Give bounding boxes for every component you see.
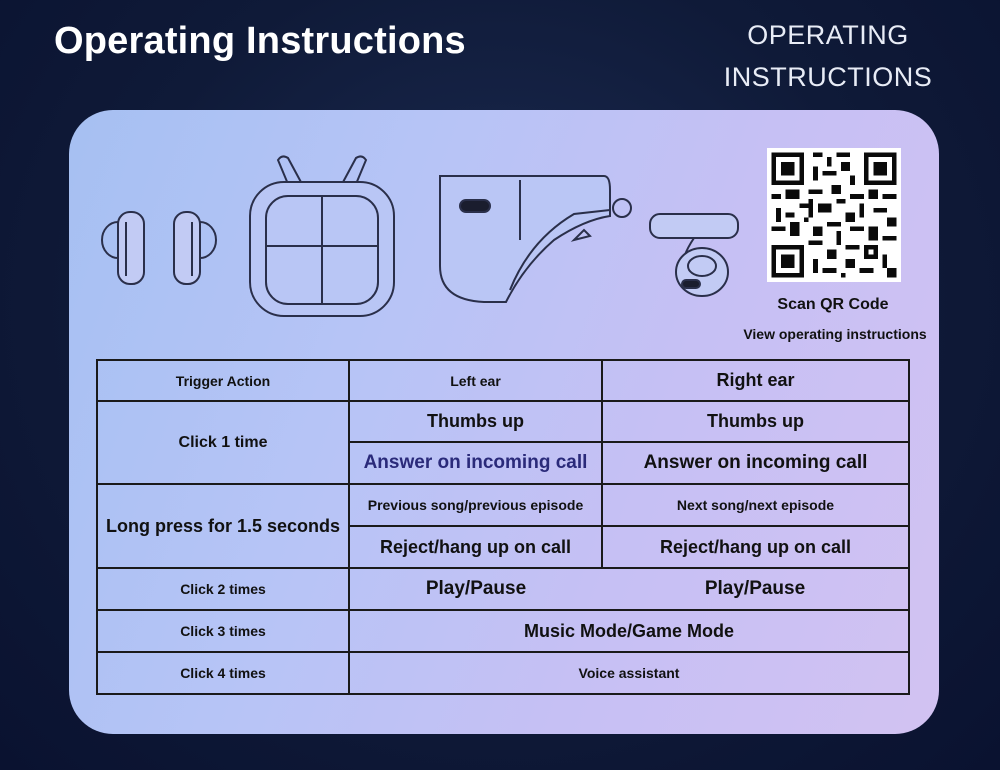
table-row: Answer on incoming call Answer on incomi…: [97, 441, 910, 485]
longpress-right-b: Reject/hang up on call: [601, 525, 910, 569]
longpress-left-b: Reject/hang up on call: [348, 525, 603, 569]
qr-code-icon[interactable]: [767, 148, 901, 282]
table-row: Click 2 times Play/Pause Play/Pause: [96, 567, 910, 611]
action-click-2: Click 2 times: [96, 567, 350, 611]
click1-right-a: Thumbs up: [601, 400, 910, 443]
action-click-4: Click 4 times: [96, 651, 350, 695]
header-trigger-action: Trigger Action: [96, 359, 350, 402]
header-left-ear: Left ear: [348, 359, 603, 402]
header-right-ear: Right ear: [601, 359, 910, 402]
page-title-alt: OPERATING INSTRUCTIONS: [718, 14, 938, 98]
case-side-illustration: [439, 175, 632, 303]
table-row: Click 4 times Voice assistant: [96, 651, 910, 695]
qr-subtitle: View operating instructions: [743, 326, 927, 342]
page-title: Operating Instructions: [54, 20, 466, 62]
click1-right-b: Answer on incoming call: [601, 441, 910, 485]
click3-both: Music Mode/Game Mode: [348, 609, 910, 653]
click4-both: Voice assistant: [348, 651, 910, 695]
longpress-left-a: Previous song/previous episode: [348, 483, 603, 527]
table-header-row: Trigger Action Left ear Right ear: [96, 359, 910, 402]
charging-case-illustration: [249, 155, 395, 317]
operations-table: Trigger Action Left ear Right ear Click …: [96, 359, 910, 695]
action-click-1: Click 1 time: [96, 400, 350, 485]
earbuds-illustration: [101, 211, 217, 285]
action-click-3: Click 3 times: [96, 609, 350, 653]
qr-title: Scan QR Code: [777, 296, 889, 313]
action-long-press: Long press for 1.5 seconds: [96, 483, 350, 569]
table-row: Click 3 times Music Mode/Game Mode: [96, 609, 910, 653]
single-earbud-illustration: [649, 213, 739, 297]
table-row: Long press for 1.5 seconds Previous song…: [96, 483, 910, 569]
click2-left: Play/Pause: [348, 567, 602, 611]
click1-left-a: Thumbs up: [348, 400, 603, 443]
title-alt-line2: INSTRUCTIONS: [723, 62, 933, 92]
table-row: Reject/hang up on call Reject/hang up on…: [97, 525, 910, 569]
click1-left-b: Answer on incoming call: [348, 441, 603, 485]
click2-right: Play/Pause: [602, 567, 910, 611]
title-alt-line1: OPERATING: [747, 20, 909, 50]
table-row: Click 1 time Thumbs up Thumbs up: [96, 400, 910, 485]
longpress-right-a: Next song/next episode: [601, 483, 910, 527]
